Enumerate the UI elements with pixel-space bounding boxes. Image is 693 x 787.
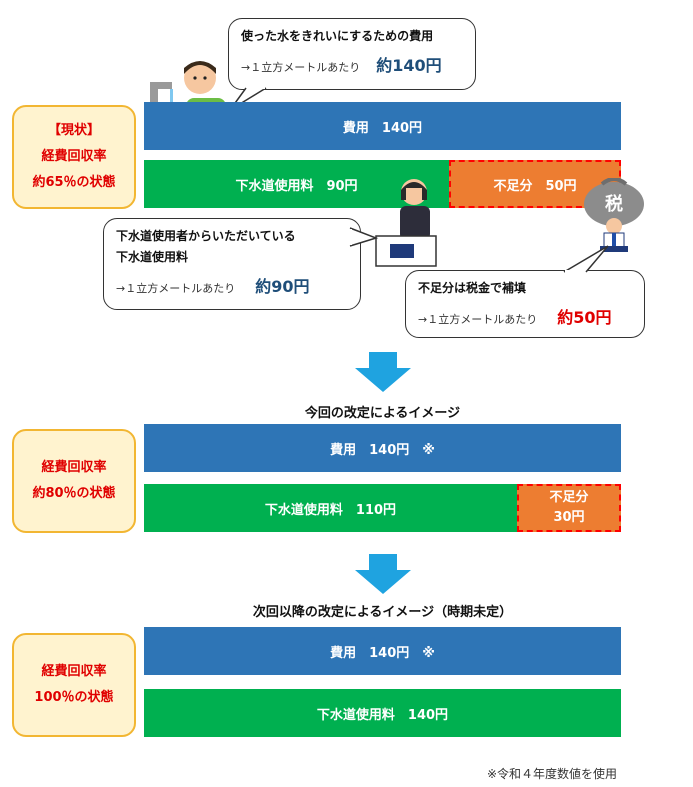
- state-title: 【現状】: [47, 123, 100, 138]
- footnote: ※令和４年度数値を使用: [486, 767, 617, 781]
- bubble-tax-prefix: →１立方メートルあたり: [418, 313, 538, 326]
- bubble-cost: 使った水をきれいにするための費用 →１立方メートルあたり 約140円: [228, 18, 476, 90]
- fee-bar-current: 下水道使用料 90円: [144, 160, 449, 208]
- down-arrow-icon: [355, 554, 411, 594]
- bubble-cost-prefix: →１立方メートルあたり: [241, 61, 361, 74]
- bubble-tax: 不足分は税金で補填 →１立方メートルあたり 約50円: [405, 270, 645, 338]
- bubble-tax-title: 不足分は税金で補填: [418, 281, 527, 295]
- bubble-fee-prefix: →１立方メートルあたり: [116, 282, 236, 295]
- tax-bag-illustration: 税: [584, 178, 644, 252]
- shortfall-label: 不足分: [549, 490, 589, 505]
- bubble-fee-title2: 下水道使用料: [116, 250, 189, 264]
- state-line-rate: 経費回収率: [41, 149, 107, 164]
- state-line-rate: 経費回収率: [41, 460, 107, 475]
- cost-bar-current: 費用 140円: [144, 102, 621, 150]
- heading-next-revision: 次回以降の改定によるイメージ（時期未定）: [252, 605, 513, 620]
- down-arrow-icon: [355, 352, 411, 392]
- bubble-fee-value: 約90円: [255, 277, 310, 296]
- bubble-tax-tail: [563, 245, 609, 274]
- bubble-fee-title: 下水道使用者からいただいている: [116, 229, 296, 243]
- shortfall-bar-revision: 不足分 30円: [517, 484, 621, 532]
- state-line-percent: 約80％の状態: [32, 486, 116, 501]
- bubble-fee-tail: [348, 227, 379, 247]
- cost-bar-revision: 費用 140円 ※: [144, 424, 621, 472]
- cost-bar-next: 費用 140円 ※: [144, 627, 621, 675]
- state-box-next: 経費回収率 100％の状態: [12, 633, 136, 737]
- tax-bag-label: 税: [605, 193, 623, 215]
- state-box-revision: 経費回収率 約80％の状態: [12, 429, 136, 533]
- fee-bar-revision: 下水道使用料 110円: [144, 484, 517, 532]
- state-line-percent: 100％の状態: [34, 690, 114, 705]
- state-line-rate: 経費回収率: [41, 664, 107, 679]
- office-worker-illustration: [375, 179, 437, 267]
- state-line-percent: 約65％の状態: [32, 175, 116, 190]
- bubble-tax-value: 約50円: [557, 308, 612, 327]
- heading-current-revision: 今回の改定によるイメージ: [304, 406, 461, 421]
- bubble-fee: 下水道使用者からいただいている 下水道使用料 →１立方メートルあたり 約90円: [103, 218, 361, 310]
- state-box-current: 【現状】 経費回収率 約65％の状態: [12, 105, 136, 209]
- shortfall-value: 30円: [553, 510, 585, 525]
- bubble-cost-value: 約140円: [376, 56, 442, 75]
- fee-bar-next: 下水道使用料 140円: [144, 689, 621, 737]
- bubble-cost-title: 使った水をきれいにするための費用: [241, 29, 434, 43]
